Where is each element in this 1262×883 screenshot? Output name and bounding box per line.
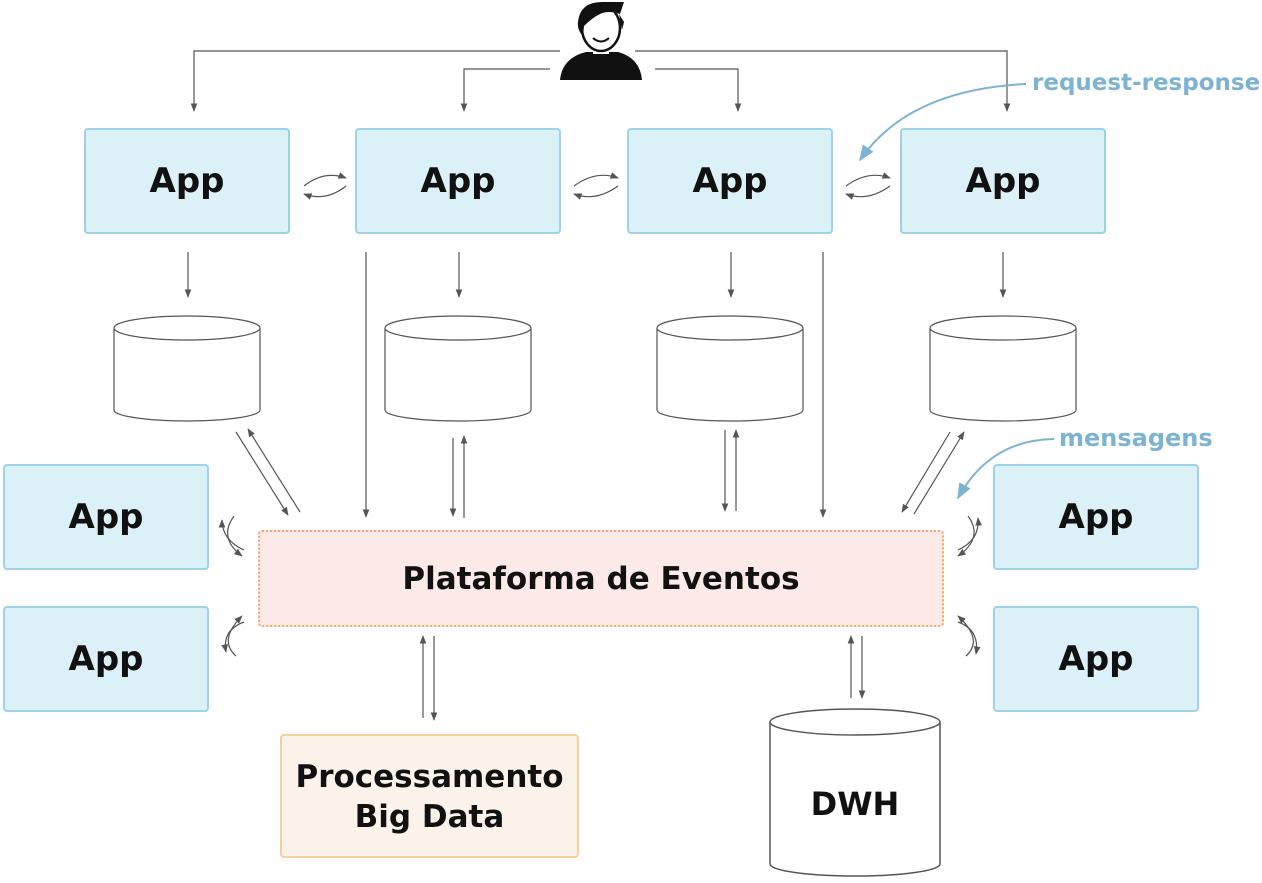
app-to-app-arrows [303, 172, 891, 200]
app-label: App [965, 161, 1041, 201]
dwh-label: DWH [810, 785, 900, 823]
app-to-db-arrows [184, 252, 1007, 298]
app-left-2[interactable]: App [3, 606, 209, 712]
app-label: App [1058, 639, 1134, 679]
event-platform-label: Plataforma de Eventos [402, 560, 800, 597]
db-platform-arrows [235, 428, 965, 518]
big-data-label-line1: Processamento [295, 758, 564, 795]
app-label: App [149, 161, 225, 201]
app-label: App [68, 639, 144, 679]
app-top-2[interactable]: App [355, 128, 561, 234]
database-4 [929, 315, 1077, 422]
app-top-4[interactable]: App [900, 128, 1106, 234]
user-icon [560, 2, 642, 80]
messages-annotation: mensagens [1059, 424, 1213, 452]
request-response-annotation: request-response [1032, 70, 1261, 96]
app-top-3[interactable]: App [627, 128, 833, 234]
database-2 [384, 315, 532, 422]
app-left-1[interactable]: App [3, 464, 209, 570]
side-app-arrows [218, 515, 983, 657]
app-label: App [420, 161, 496, 201]
app-right-1[interactable]: App [993, 464, 1199, 570]
user-connectors [190, 50, 1011, 112]
database-3 [656, 315, 804, 422]
app-label: App [1058, 497, 1134, 537]
app-label: App [692, 161, 768, 201]
dwh-cylinder [769, 708, 941, 877]
app-top-1[interactable]: App [84, 128, 290, 234]
big-data-label-line2: Big Data [354, 799, 505, 835]
database-1 [113, 315, 261, 422]
app-label: App [68, 497, 144, 537]
app-platform-arrows [362, 252, 827, 518]
platform-output-arrows [419, 635, 866, 721]
app-right-2[interactable]: App [993, 606, 1199, 712]
annotation-arrows [859, 83, 1055, 500]
event-platform[interactable]: Plataforma de Eventos [258, 530, 944, 627]
big-data-processing[interactable]: Processamento Big Data [280, 734, 579, 858]
